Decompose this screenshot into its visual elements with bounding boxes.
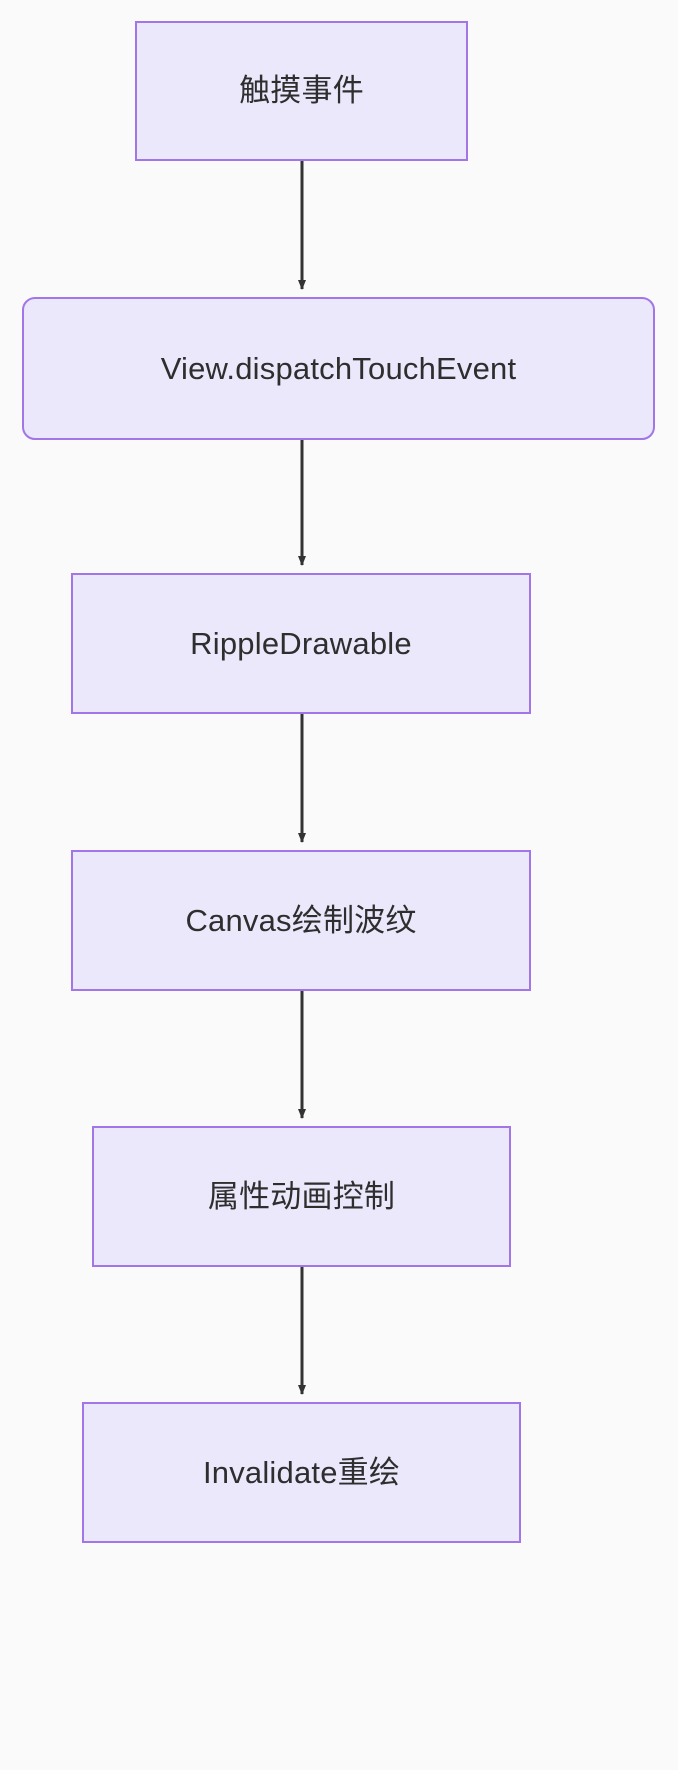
node-invalidate-redraw[interactable]: Invalidate重绘 [82, 1402, 521, 1543]
node-view-dispatch-touch-event[interactable]: View.dispatchTouchEvent [22, 297, 655, 440]
node-label: Invalidate重绘 [202, 1454, 401, 1490]
node-label: Canvas绘制波纹 [185, 902, 417, 938]
node-label: View.dispatchTouchEvent [160, 350, 517, 386]
node-ripple-drawable[interactable]: RippleDrawable [71, 573, 531, 714]
node-touch-event[interactable]: 触摸事件 [135, 21, 468, 161]
node-canvas-draw-ripple[interactable]: Canvas绘制波纹 [71, 850, 531, 991]
node-label: 属性动画控制 [207, 1178, 396, 1214]
node-label: RippleDrawable [190, 625, 412, 661]
node-label: 触摸事件 [239, 73, 364, 109]
node-property-animation-control[interactable]: 属性动画控制 [92, 1126, 511, 1267]
